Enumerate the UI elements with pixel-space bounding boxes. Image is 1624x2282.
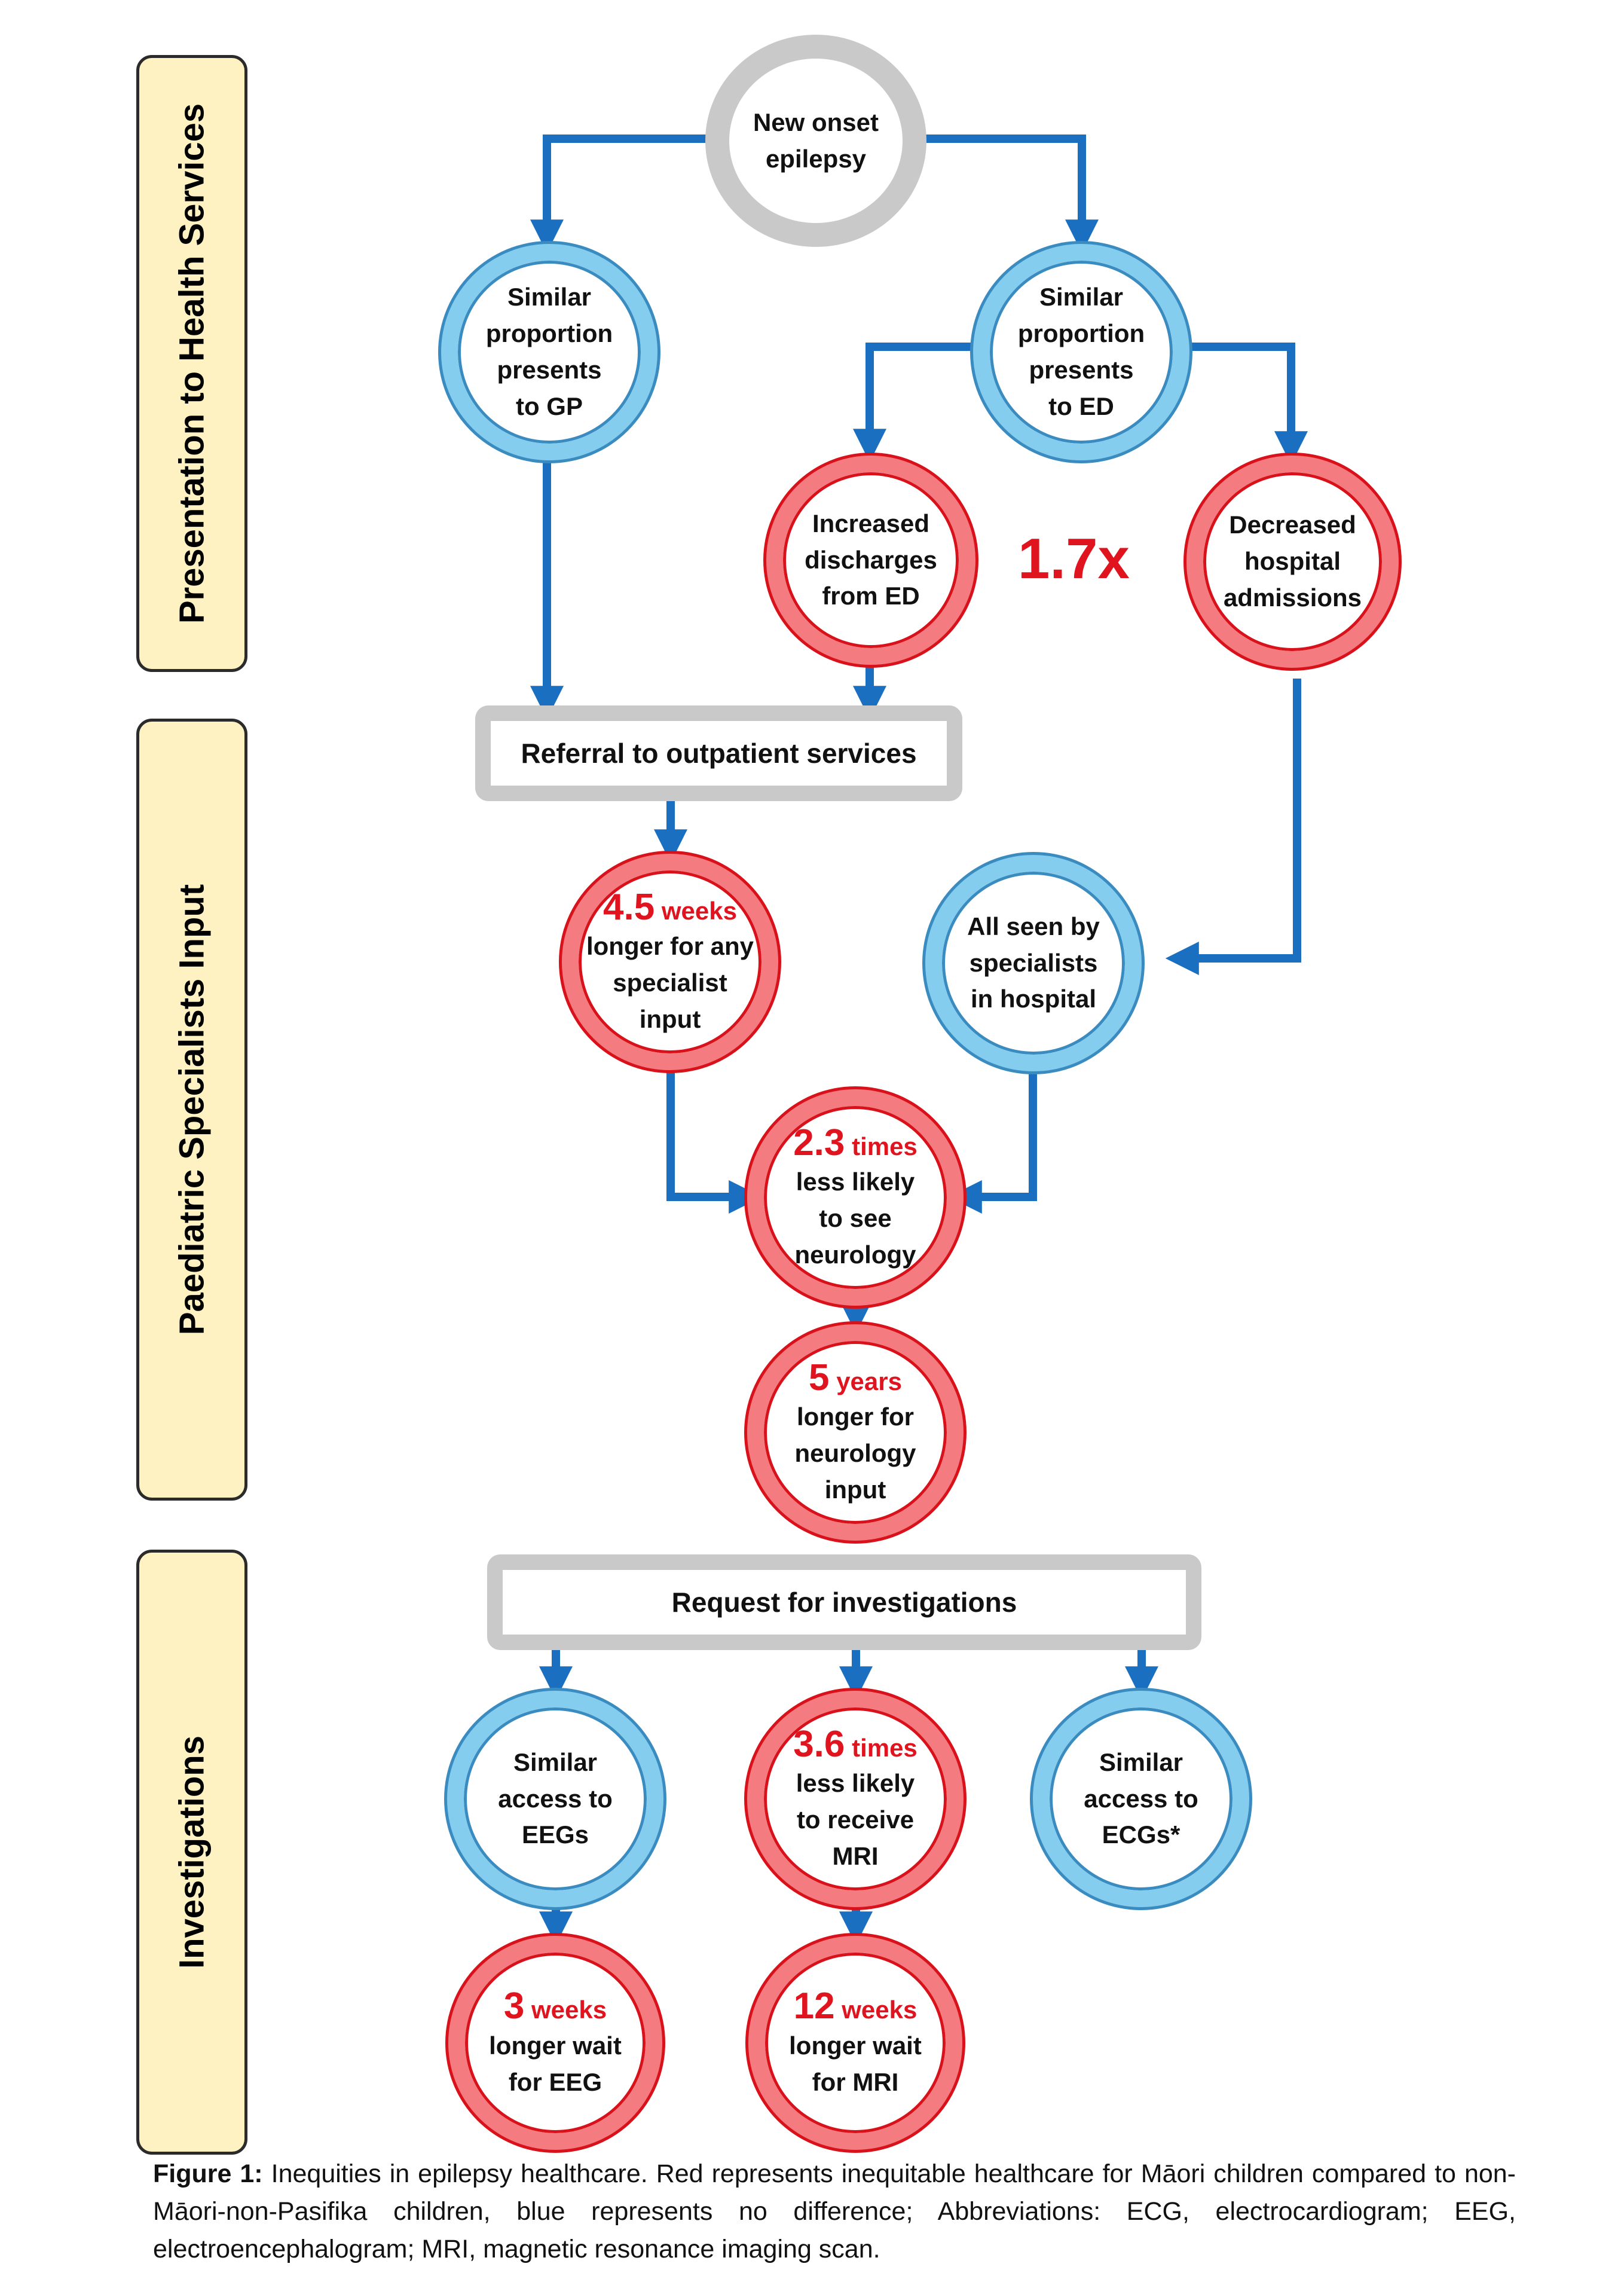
- band-presentation: Presentation to Health Services: [136, 55, 247, 672]
- node-text: presents: [497, 356, 602, 384]
- node-text: Decreased: [1229, 511, 1356, 539]
- node-text: specialist: [613, 969, 727, 997]
- node-decreased-admissions: Decreased hospital admissions: [1186, 456, 1399, 668]
- node-eeg-access: Similar access to EEGs: [447, 1691, 663, 1907]
- node-new-onset: New onset epilepsy: [705, 35, 926, 247]
- figure-caption: Figure 1: Inequities in epilepsy healthc…: [153, 2155, 1516, 2269]
- arrow-wait-to-neurology: [666, 1059, 763, 1214]
- node-eeg-wait: 3 weeks longer wait for EEG: [448, 1936, 662, 2150]
- node-neurology-years: 5 years longer for neurology input: [747, 1324, 964, 1541]
- node-stat: 2.3 times: [793, 1122, 917, 1164]
- stat-unit: weeks: [842, 1996, 917, 2024]
- node-stat: 4.5 weeks: [603, 886, 737, 928]
- node-text: to ED: [1048, 392, 1114, 420]
- node-text: access to: [498, 1784, 613, 1813]
- node-text: discharges: [805, 545, 937, 574]
- node-text: input: [639, 1005, 701, 1034]
- node-wait-specialist: 4.5 weeks longer for any specialist inpu…: [562, 854, 778, 1070]
- node-text: MRI: [832, 1842, 879, 1871]
- node-mri-likely: 3.6 times less likely to receive MRI: [747, 1691, 964, 1907]
- node-text: to see: [819, 1204, 892, 1233]
- node-text: longer for: [797, 1403, 914, 1431]
- node-text: epilepsy: [765, 144, 867, 173]
- arrow-onset-to-gp: [530, 135, 711, 253]
- node-text: to GP: [516, 392, 583, 420]
- arrow-ed-to-discharges: [853, 343, 971, 463]
- arrow-hospital-to-neurology: [948, 1059, 1037, 1214]
- node-text: Similar: [1099, 1748, 1183, 1776]
- node-presents-gp: Similar proportion presents to GP: [441, 244, 657, 460]
- band-label-specialists: Paediatric Specialists Input: [172, 884, 212, 1336]
- node-text: longer wait: [489, 2031, 622, 2060]
- band-label-presentation: Presentation to Health Services: [172, 103, 212, 624]
- stat-number: 2.3: [793, 1122, 845, 1164]
- box-referral-text: Referral to outpatient services: [521, 738, 917, 769]
- node-stat: 12 weeks: [794, 1985, 917, 2027]
- node-text: presents: [1029, 356, 1134, 384]
- node-text: from ED: [822, 582, 920, 610]
- ratio-label: 1.7x: [1018, 527, 1130, 591]
- stat-unit: times: [852, 1132, 917, 1161]
- node-text: ECGs*: [1102, 1820, 1180, 1849]
- box-referral: Referral to outpatient services: [475, 705, 962, 801]
- stat-number: 3: [503, 1985, 525, 2027]
- stat-unit: weeks: [661, 897, 737, 925]
- node-text: EEGs: [521, 1820, 589, 1849]
- node-text: in hospital: [971, 985, 1096, 1013]
- node-text: neurology: [794, 1439, 916, 1468]
- node-text: New onset: [753, 108, 879, 136]
- stat-unit: years: [836, 1367, 902, 1396]
- node-text: access to: [1084, 1784, 1198, 1813]
- node-stat: 5 years: [809, 1357, 902, 1399]
- node-neurology-likely: 2.3 times less likely to see neurology: [747, 1089, 964, 1306]
- node-text: All seen by: [967, 912, 1100, 940]
- node-text: input: [824, 1475, 886, 1504]
- stat-number: 5: [809, 1357, 830, 1399]
- node-ecg-access: Similar access to ECGs*: [1033, 1691, 1249, 1907]
- arrow-ed-to-admissions: [1186, 343, 1308, 465]
- node-text: hospital: [1244, 547, 1341, 576]
- caption-label: Figure 1:: [153, 2159, 263, 2188]
- node-text: less likely: [796, 1168, 915, 1196]
- stat-unit: times: [852, 1734, 917, 1762]
- stat-unit: weeks: [531, 1996, 607, 2024]
- caption-text: Inequities in epilepsy healthcare. Red r…: [153, 2159, 1516, 2264]
- node-text: for EEG: [508, 2067, 602, 2096]
- node-text: Similar: [1039, 283, 1124, 311]
- node-text: longer wait: [789, 2031, 922, 2060]
- band-label-investigations: Investigations: [172, 1736, 212, 1969]
- node-text: admissions: [1223, 583, 1362, 612]
- node-text: to receive: [796, 1806, 915, 1834]
- node-text: specialists: [969, 948, 1098, 977]
- node-text: neurology: [794, 1241, 916, 1269]
- node-text: longer for any: [586, 932, 754, 961]
- node-text: for MRI: [812, 2067, 899, 2096]
- arrow-admissions-to-in-hospital: [1165, 679, 1301, 975]
- node-text: proportion: [1017, 319, 1145, 348]
- node-text: less likely: [796, 1769, 915, 1798]
- node-stat: 3.6 times: [793, 1723, 917, 1765]
- stat-number: 12: [793, 1985, 835, 2027]
- box-investigations: Request for investigations: [487, 1554, 1201, 1650]
- node-increased-discharges: Increased discharges from ED: [766, 456, 975, 665]
- band-investigations: Investigations: [136, 1550, 247, 2155]
- node-seen-in-hospital: All seen by specialists in hospital: [925, 855, 1142, 1071]
- stat-number: 3.6: [793, 1724, 845, 1765]
- node-text: Similar: [513, 1748, 598, 1776]
- node-mri-wait: 12 weeks longer wait for MRI: [748, 1936, 962, 2150]
- node-stat: 3 weeks: [504, 1985, 607, 2027]
- arrow-onset-to-ed: [923, 135, 1099, 253]
- band-specialists: Paediatric Specialists Input: [136, 719, 247, 1501]
- box-investigations-text: Request for investigations: [671, 1587, 1017, 1618]
- node-text: proportion: [485, 319, 613, 348]
- node-text: Increased: [812, 509, 930, 537]
- node-presents-ed: Similar proportion presents to ED: [973, 244, 1189, 460]
- node-text: Similar: [507, 283, 592, 311]
- stat-number: 4.5: [603, 887, 655, 928]
